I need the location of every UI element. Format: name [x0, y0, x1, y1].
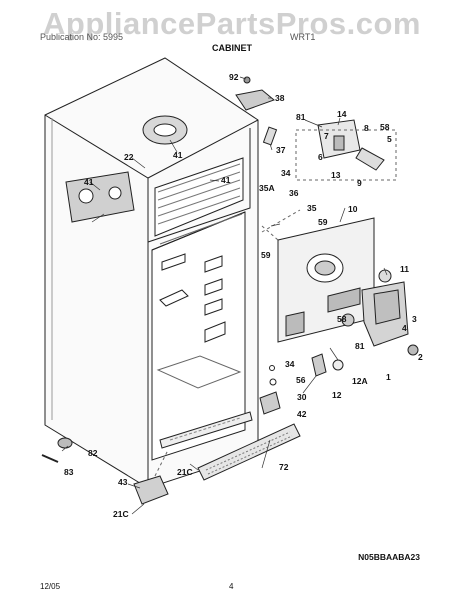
- part-37: [262, 126, 278, 146]
- callout-34-upper: 34: [281, 168, 291, 178]
- toe-grille: [197, 423, 301, 481]
- part-2: [407, 344, 419, 356]
- callout-81: 81: [296, 112, 306, 122]
- callout-58-lower: 58: [337, 314, 347, 324]
- callout-41-right: 41: [221, 175, 231, 185]
- callout-37: 37: [276, 145, 286, 155]
- callout-6: 6: [318, 152, 323, 162]
- callout-36: 36: [289, 188, 299, 198]
- callout-41-left: 41: [84, 177, 94, 187]
- callout-83: 83: [64, 467, 74, 477]
- part-11: [378, 269, 392, 283]
- model-header: WRT1: [290, 32, 316, 42]
- callout-41-top: 41: [173, 150, 183, 160]
- callout-1: 1: [386, 372, 391, 382]
- diagram-title: CABINET: [212, 43, 252, 53]
- callout-72: 72: [279, 462, 289, 472]
- callout-58-upper: 58: [380, 122, 390, 132]
- callout-82: 82: [88, 448, 98, 458]
- callout-8: 8: [364, 123, 369, 133]
- screw-92: [243, 76, 251, 84]
- callout-10: 10: [348, 204, 358, 214]
- callout-59-right: 59: [318, 217, 328, 227]
- part-12a: [332, 359, 344, 371]
- footer-page-number: 4: [229, 582, 234, 591]
- top-hinge-cover: [235, 89, 275, 111]
- leveling-leg-82: [57, 437, 73, 449]
- drawing-code: N05BBAABA23: [358, 552, 420, 562]
- callout-56: 56: [296, 375, 306, 385]
- callout-59-left: 59: [261, 250, 271, 260]
- callout-5: 5: [387, 134, 392, 144]
- screw-83: [41, 454, 59, 463]
- callout-2: 2: [418, 352, 423, 362]
- side-bracket-left: [65, 171, 135, 223]
- callout-3: 3: [412, 314, 417, 324]
- part-12: [311, 353, 327, 377]
- callout-11: 11: [400, 264, 409, 274]
- callout-81-lower: 81: [355, 341, 365, 351]
- callout-30: 30: [297, 392, 307, 402]
- callout-21c-upper: 21C: [177, 467, 193, 477]
- control-assembly: [317, 119, 385, 171]
- callout-7: 7: [324, 131, 329, 141]
- callout-35: 35: [307, 203, 317, 213]
- callout-22: 22: [124, 152, 134, 162]
- light-housing-top: [142, 115, 188, 145]
- bracket-dashed-leader: [154, 449, 169, 477]
- cabinet-shell: [44, 57, 259, 489]
- callout-43: 43: [118, 477, 128, 487]
- callout-12a: 12A: [352, 376, 368, 386]
- bottom-hinge: [259, 365, 281, 415]
- bottom-bracket-43: [133, 475, 169, 505]
- callout-42: 42: [297, 409, 307, 419]
- callout-13: 13: [331, 170, 341, 180]
- callout-21c-lower: 21C: [113, 509, 129, 519]
- callout-35a: 35A: [259, 183, 275, 193]
- callout-14: 14: [337, 109, 347, 119]
- part-58-lower: [341, 313, 355, 327]
- footer-date: 12/05: [40, 582, 61, 591]
- callout-34-lower: 34: [285, 359, 295, 369]
- callout-38: 38: [275, 93, 285, 103]
- watermark-logo: AppliancePartsPros.com: [43, 6, 421, 41]
- callout-12: 12: [332, 390, 342, 400]
- leader-lines: [61, 76, 388, 515]
- dashed-boundary: [295, 129, 397, 181]
- fan-cover: [361, 281, 409, 347]
- evaporator-cover-panel: [277, 217, 375, 343]
- callout-92: 92: [229, 72, 239, 82]
- callout-9: 9: [357, 178, 362, 188]
- publication-header: Publication No: 5995: [40, 32, 124, 42]
- callout-4: 4: [402, 323, 407, 333]
